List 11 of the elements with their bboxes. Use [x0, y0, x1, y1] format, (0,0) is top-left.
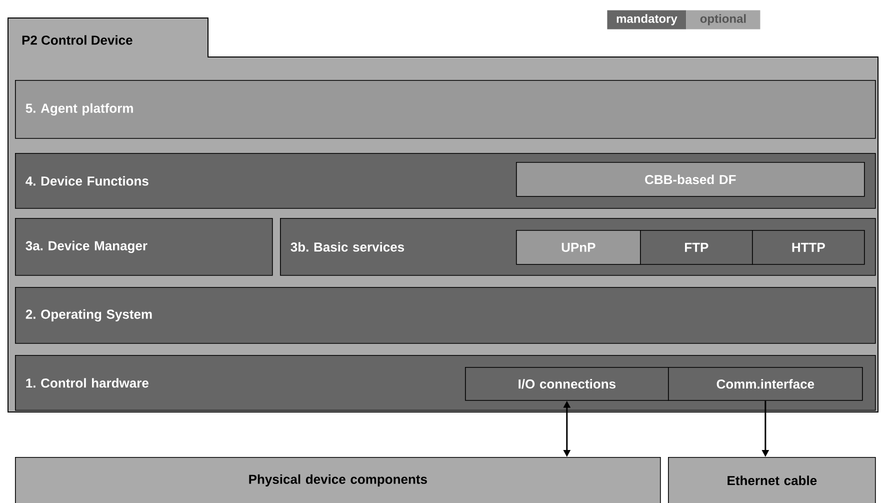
module-box: FTP: [640, 230, 753, 265]
component-box: Ethernet cable: [668, 457, 876, 503]
component-box: Physical device components: [15, 457, 661, 503]
module-box: HTTP: [752, 230, 865, 265]
module-box: UPnP: [516, 230, 641, 265]
module-box: Comm.interface: [668, 367, 863, 401]
module-box: I/O connections: [465, 367, 669, 401]
layer-box: 3a. Device Manager: [15, 218, 273, 276]
module-box: CBB-based DF: [516, 162, 865, 197]
layer-box: 2. Operating System: [15, 287, 876, 344]
layer-box: 5. Agent platform: [15, 80, 876, 139]
